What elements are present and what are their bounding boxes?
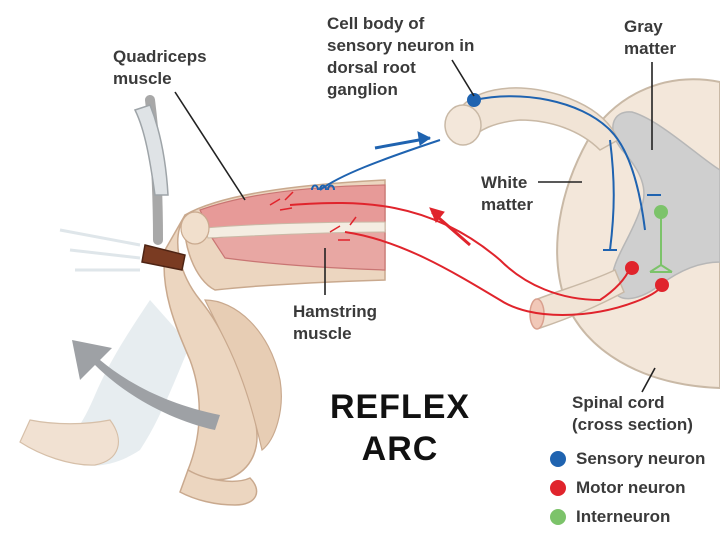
legend-label: Interneuron [576,507,671,526]
interneuron-fiber [649,212,673,273]
gray-matter-label: Gray matter [624,17,676,58]
legend-item-sensory: Sensory neuron [548,446,720,475]
spinal-cord-leader-line [641,367,656,393]
legend-label: Motor neuron [576,478,686,497]
motor-arrowhead [429,207,445,223]
hammer-head [141,244,186,271]
spinal-cord [444,78,720,390]
motor-fiber [289,202,631,302]
motion-line [69,248,141,260]
motor-endings [269,191,357,241]
legend-dot-sensory [550,451,566,467]
legend-dot-motor [550,480,566,496]
white-matter-label: White matter [481,173,533,214]
motor-cell-body [655,278,669,292]
spinal-cord-label: Spinal cord (cross section) [572,393,693,434]
reflex-hammer [59,95,186,272]
leg [19,179,386,506]
sensory-branch [609,139,615,251]
sensory-receptor [311,184,335,191]
legend: Sensory neuron Motor neuron Interneuron [548,446,720,533]
quadriceps-leader-line [174,91,246,201]
sensory-fiber [474,95,646,231]
legend-item-motor: Motor neuron [548,475,720,504]
legend-item-interneuron: Interneuron [548,504,720,533]
sensory-cell-body [467,93,481,107]
knee-cap [180,211,210,245]
sensory-arrowhead [417,131,431,146]
motion-line [59,228,141,247]
sensory-terminal [603,194,661,251]
legend-label: Sensory neuron [576,449,706,468]
lower-leg [163,214,258,481]
hammer-blade [133,104,169,196]
hamstring-label: Hamstring muscle [293,302,378,343]
motor-cell-body [625,261,639,275]
cell-body-leader-line [451,59,475,97]
kick-arrow-icon [72,340,220,430]
calf [204,299,282,452]
motor-neuron-path [269,191,669,316]
leader-lines [174,59,656,393]
dorsal-root-ganglion [444,104,482,146]
interneuron-cell-body [654,205,668,219]
sensory-fiber [319,139,441,191]
legend-dot-interneuron [550,509,566,525]
quadriceps-label: Quadriceps muscle [113,47,207,88]
foot-kicked-ghost [19,419,119,466]
cell-body-label: Cell body of sensory neuron in dorsal ro… [327,14,475,99]
diagram-title: REFLEX ARC [329,388,471,468]
foot [179,468,258,506]
interneuron-path [649,205,673,273]
sensory-neuron-path [311,93,661,251]
motor-fiber [344,231,663,316]
